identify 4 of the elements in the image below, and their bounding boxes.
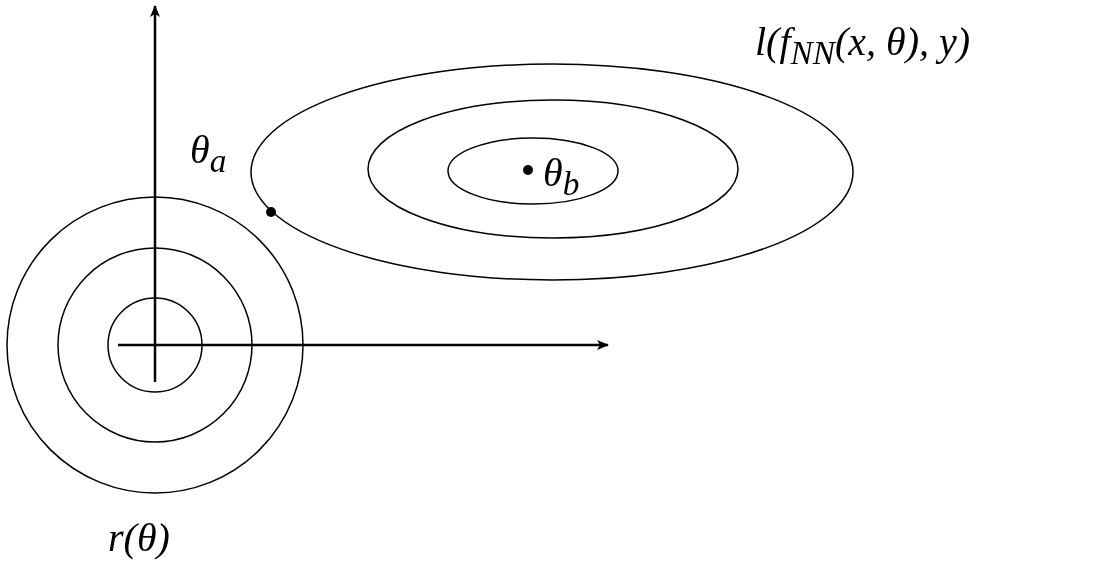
math-label: r(θ) [108,518,170,558]
math-label: θ$_{b}$ [543,153,580,201]
math-label: l(f$_{NN}$(x, θ), y) [755,22,971,70]
math-label: θ$_{a}$ [190,130,227,178]
